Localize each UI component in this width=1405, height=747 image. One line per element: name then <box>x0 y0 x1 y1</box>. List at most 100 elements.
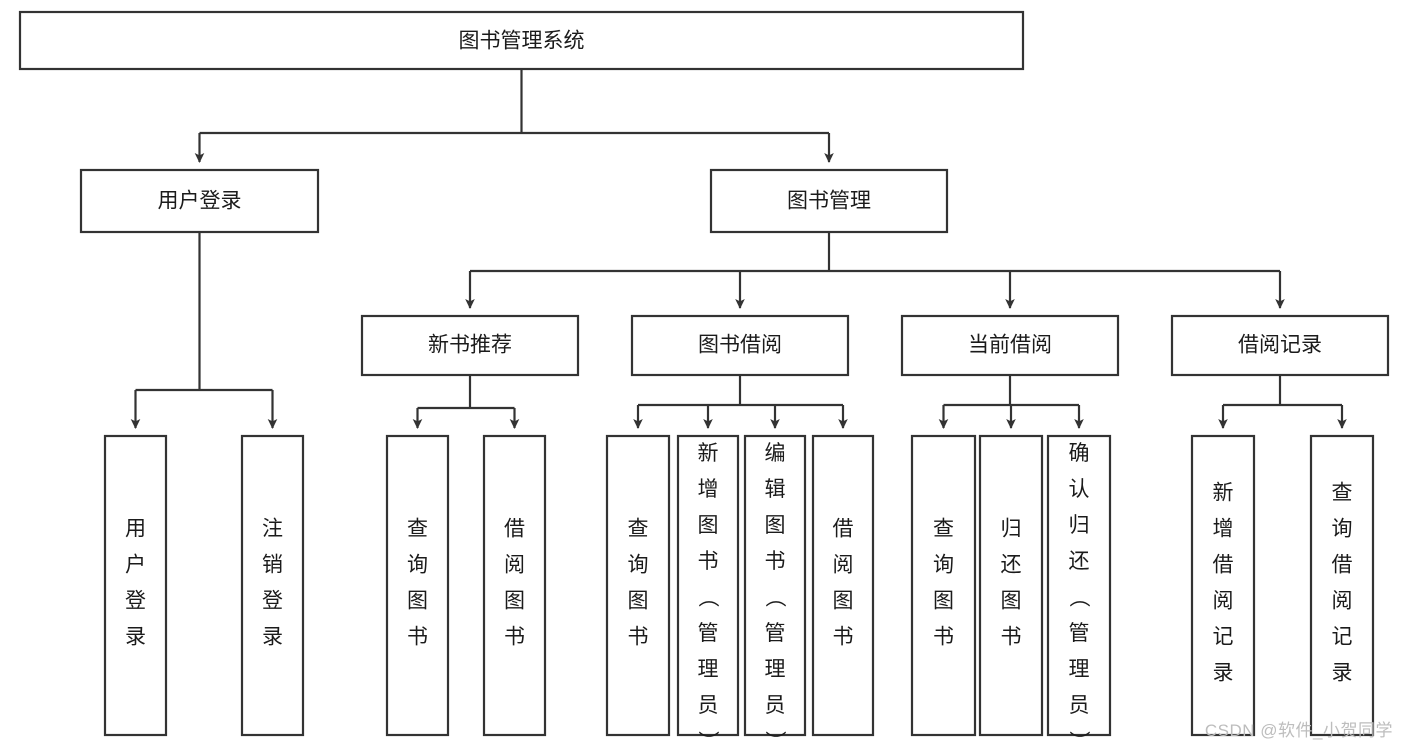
svg-text:增: 增 <box>1213 518 1234 541</box>
node-root-label: 图书管理系统 <box>459 30 585 53</box>
svg-text:借: 借 <box>504 518 525 541</box>
node-leaf-3-box[interactable] <box>385 434 450 737</box>
svg-text:图: 图 <box>833 590 854 613</box>
svg-text:询: 询 <box>628 554 649 577</box>
node-leaf-11-box[interactable] <box>1046 434 1112 737</box>
node-newbook-box[interactable] <box>360 314 580 377</box>
node-leaf-1[interactable]: 用户登录 <box>103 434 168 737</box>
svg-text:录: 录 <box>1213 662 1234 685</box>
svg-text:管: 管 <box>765 622 786 645</box>
svg-text:图: 图 <box>407 590 428 613</box>
svg-text:记: 记 <box>1332 626 1353 649</box>
node-leaf-5-box[interactable] <box>605 434 671 737</box>
csdn-watermark: CSDN @软件_小贺同学 <box>1204 721 1393 740</box>
svg-text:阅: 阅 <box>1213 590 1234 613</box>
node-leaf-1-box[interactable] <box>103 434 168 737</box>
svg-text:书: 书 <box>407 626 428 649</box>
svg-text:书: 书 <box>765 550 786 573</box>
node-leaf-4-box[interactable] <box>482 434 547 737</box>
svg-text:询: 询 <box>1332 518 1353 541</box>
node-newbook[interactable]: 新书推荐 <box>360 314 580 377</box>
node-borrow[interactable]: 图书借阅 <box>630 314 850 377</box>
svg-text:认: 认 <box>1069 478 1090 501</box>
svg-text:查: 查 <box>407 518 428 541</box>
svg-text:图: 图 <box>1001 590 1022 613</box>
node-current[interactable]: 当前借阅 <box>900 314 1120 377</box>
node-leaf-9-box[interactable] <box>910 434 977 737</box>
node-current-label: 当前借阅 <box>968 334 1052 357</box>
svg-text:书: 书 <box>698 550 719 573</box>
svg-text:新: 新 <box>698 442 719 465</box>
connector-group-borrow-to-leaves <box>633 375 848 429</box>
connector-group-login-to-leaves <box>130 232 278 429</box>
node-login[interactable]: 用户登录 <box>79 168 320 234</box>
node-leaf-10-box[interactable] <box>978 434 1044 737</box>
node-newbook-label: 新书推荐 <box>428 334 512 357</box>
svg-text:图: 图 <box>698 514 719 537</box>
svg-text:借: 借 <box>833 518 854 541</box>
node-borrow-box[interactable] <box>630 314 850 377</box>
node-bookmgmt[interactable]: 图书管理 <box>709 168 949 234</box>
svg-text:员: 员 <box>765 694 786 717</box>
svg-text:员: 员 <box>698 694 719 717</box>
svg-text:）: ） <box>763 731 786 747</box>
svg-text:查: 查 <box>628 518 649 541</box>
node-login-box[interactable] <box>79 168 320 234</box>
svg-text:查: 查 <box>933 518 954 541</box>
node-bookmgmt-label: 图书管理 <box>787 190 871 213</box>
node-leaf-1-label: 用户登录 <box>125 518 146 649</box>
svg-text:借: 借 <box>1332 554 1353 577</box>
node-root-box[interactable] <box>18 10 1025 71</box>
node-leaf-12-box[interactable] <box>1190 434 1256 737</box>
node-leaf-13-box[interactable] <box>1309 434 1375 737</box>
svg-text:编: 编 <box>765 442 786 465</box>
connector-group-root-to-level2 <box>194 69 834 163</box>
svg-text:还: 还 <box>1001 554 1022 577</box>
connector-group-record-to-leaves <box>1218 375 1347 429</box>
connector-group-current-to-leaves <box>938 375 1084 429</box>
connector-group-bookmgmt-to-level3 <box>465 232 1285 309</box>
node-record-box[interactable] <box>1170 314 1390 377</box>
node-leaf-2-box[interactable] <box>240 434 305 737</box>
svg-text:注: 注 <box>262 518 283 541</box>
svg-text:询: 询 <box>407 554 428 577</box>
svg-text:员: 员 <box>1069 694 1090 717</box>
node-bookmgmt-box[interactable] <box>709 168 949 234</box>
node-borrow-label: 图书借阅 <box>698 334 782 357</box>
node-leaf-6-box[interactable] <box>676 434 740 737</box>
node-current-box[interactable] <box>900 314 1120 377</box>
svg-text:书: 书 <box>1001 626 1022 649</box>
svg-text:登: 登 <box>262 590 283 613</box>
node-leaf-7-box[interactable] <box>743 434 807 737</box>
node-record-label: 借阅记录 <box>1238 334 1322 357</box>
node-leaf-8-box[interactable] <box>811 434 875 737</box>
svg-text:（: （ <box>696 587 719 608</box>
node-root[interactable]: 图书管理系统 <box>18 10 1025 71</box>
svg-text:书: 书 <box>628 626 649 649</box>
node-record[interactable]: 借阅记录 <box>1170 314 1390 377</box>
svg-text:录: 录 <box>1332 662 1353 685</box>
